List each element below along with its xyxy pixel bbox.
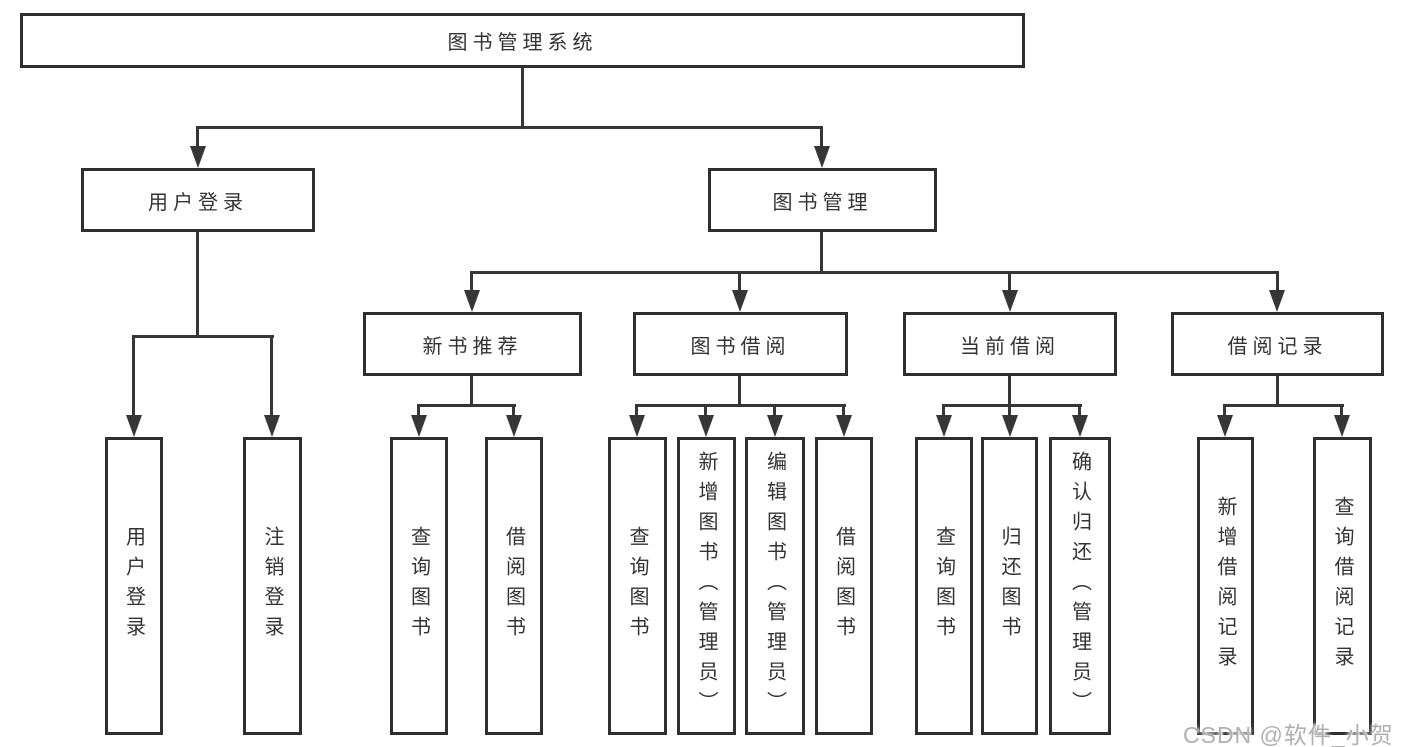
node-current-borrowing: 当前借阅 — [903, 312, 1117, 376]
arrow-down-icon — [698, 415, 714, 437]
leaf-add-book-admin: 新增图书（管理员） — [677, 437, 736, 735]
arrow-down-icon — [1072, 415, 1088, 437]
arrow-down-icon — [264, 415, 280, 437]
leaf-confirm-return-admin: 确认归还（管理员） — [1049, 437, 1111, 735]
connector-arrow-shaft — [773, 404, 776, 419]
leaf-borrow-books-borrowing: 借阅图书 — [815, 437, 873, 735]
leaf-add-borrow-record: 新增借阅记录 — [1197, 437, 1254, 735]
arrow-down-icon — [629, 415, 645, 437]
arrow-down-icon — [1217, 415, 1233, 437]
connector-records-stub — [1276, 376, 1279, 407]
connector-arrow-shaft — [704, 404, 707, 419]
connector-borrowing-stub — [738, 376, 741, 407]
leaf-edit-book-admin: 编辑图书（管理员） — [745, 437, 805, 735]
arrow-down-icon — [1269, 290, 1285, 312]
connector-arrow-shaft — [1008, 404, 1011, 419]
arrow-down-icon — [936, 415, 952, 437]
connector-current-stub — [1008, 376, 1011, 407]
connector-level1-bar — [196, 126, 823, 129]
connector-root-stub — [521, 68, 524, 129]
connector-arrow-shaft — [1223, 404, 1226, 419]
arrow-down-icon — [411, 415, 427, 437]
leaf-query-books-borrowing: 查询图书 — [608, 437, 667, 735]
arrow-down-icon — [767, 415, 783, 437]
connector-book-mgmt-stub — [820, 232, 823, 274]
connector-records-bar — [1223, 404, 1344, 407]
connector-arrow-shaft — [1078, 404, 1081, 419]
connector-arrow-shaft — [1340, 404, 1343, 419]
connector-arrow-shaft — [820, 126, 823, 152]
arrow-down-icon — [190, 146, 206, 168]
node-root-library-system: 图书管理系统 — [20, 13, 1025, 68]
connector-arrow-shaft — [270, 335, 273, 419]
leaf-user-login: 用户登录 — [105, 437, 163, 735]
leaf-return-books: 归还图书 — [981, 437, 1038, 735]
node-user-login: 用户登录 — [81, 168, 315, 232]
leaf-borrow-books-recommend: 借阅图书 — [485, 437, 543, 735]
leaf-logout: 注销登录 — [243, 437, 302, 735]
connector-arrow-shaft — [942, 404, 945, 419]
connector-recommend-stub — [470, 376, 473, 407]
leaf-query-borrow-record: 查询借阅记录 — [1313, 437, 1372, 735]
connector-arrow-shaft — [842, 404, 845, 419]
node-new-book-recommend: 新书推荐 — [363, 312, 582, 376]
connector-arrow-shaft — [470, 271, 473, 296]
connector-recommend-bar — [417, 404, 516, 407]
connector-arrow-shaft — [1276, 271, 1279, 296]
connector-user-login-bar — [132, 335, 274, 338]
leaf-query-books-current: 查询图书 — [915, 437, 973, 735]
arrow-down-icon — [814, 146, 830, 168]
connector-arrow-shaft — [738, 271, 741, 296]
node-borrowing-records: 借阅记录 — [1171, 312, 1384, 376]
connector-arrow-shaft — [635, 404, 638, 419]
leaf-query-books-recommend: 查询图书 — [390, 437, 448, 735]
arrow-down-icon — [464, 290, 480, 312]
connector-arrow-shaft — [1008, 271, 1011, 296]
connector-level2-bar — [470, 271, 1279, 274]
connector-borrowing-bar — [635, 404, 846, 407]
node-book-borrowing: 图书借阅 — [633, 312, 848, 376]
connector-arrow-shaft — [512, 404, 515, 419]
connector-arrow-shaft — [417, 404, 420, 419]
arrow-down-icon — [126, 415, 142, 437]
arrow-down-icon — [1334, 415, 1350, 437]
arrow-down-icon — [1002, 415, 1018, 437]
arrow-down-icon — [732, 290, 748, 312]
arrow-down-icon — [836, 415, 852, 437]
arrow-down-icon — [1002, 290, 1018, 312]
connector-current-bar — [942, 404, 1082, 407]
arrow-down-icon — [506, 415, 522, 437]
csdn-watermark: CSDN @软件_小贺同学 — [1183, 722, 1394, 747]
connector-user-login-stub — [196, 232, 199, 338]
connector-arrow-shaft — [132, 335, 135, 419]
node-book-management: 图书管理 — [708, 168, 937, 232]
connector-arrow-shaft — [196, 126, 199, 152]
